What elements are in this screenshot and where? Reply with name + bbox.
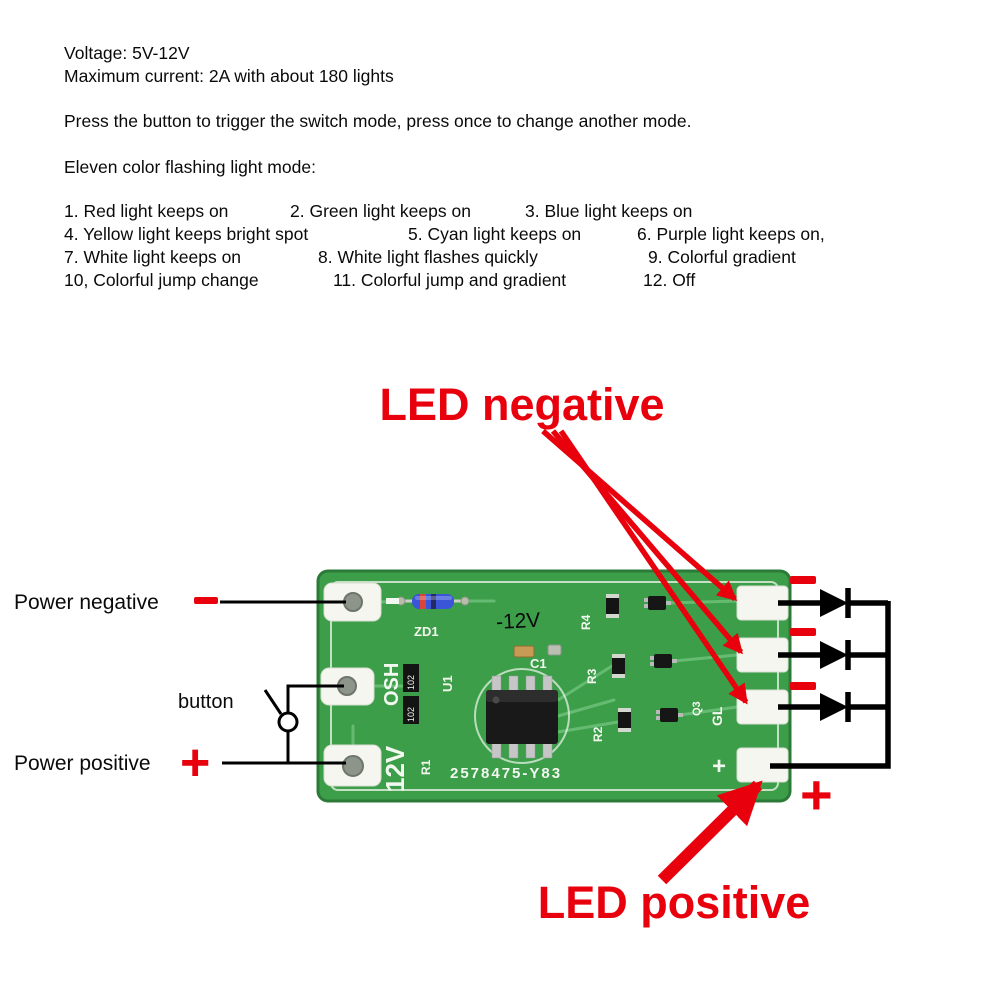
ic-chip <box>486 675 558 759</box>
button-switch-icon <box>277 711 299 733</box>
label-r2: R2 <box>591 726 605 742</box>
label-osh: OSH <box>381 663 403 706</box>
led-minus-icon-1 <box>790 576 816 584</box>
spec-instruction: Press the button to trigger the switch m… <box>64 111 692 131</box>
mode-item: 10, Colorful jump change <box>64 270 259 290</box>
pad-power-positive <box>323 744 382 787</box>
mode-item: 8. White light flashes quickly <box>318 247 538 267</box>
smd-resistors <box>606 594 631 732</box>
mode-item: 1. Red light keeps on <box>64 201 229 221</box>
mode-item: 2. Green light keeps on <box>290 201 471 221</box>
mode-item: 3. Blue light keeps on <box>525 201 693 221</box>
pad-power-negative <box>323 582 382 622</box>
capacitor-c1 <box>513 645 535 658</box>
mode-row: 10, Colorful jump change 11. Colorful ju… <box>64 270 984 293</box>
smd-resistor-102-a: 102 <box>403 664 419 692</box>
led-negative-arrow-3 <box>558 429 749 705</box>
mode-item: 7. White light keeps on <box>64 247 242 267</box>
diode-symbol-3 <box>820 693 848 721</box>
label-12v: 12V <box>380 745 410 792</box>
button-label: button <box>178 691 234 713</box>
smd-resistor-102-b: 102 <box>403 696 419 724</box>
label-board-plus: + <box>712 753 726 780</box>
mode-row: 1. Red light keeps on 2. Green light kee… <box>64 201 984 224</box>
label-r4: R4 <box>579 614 593 630</box>
mode-row: 4. Yellow light keeps bright spot 5. Cya… <box>64 224 984 247</box>
transistors <box>644 596 683 722</box>
spec-modes-heading: Eleven color flashing light mode: <box>64 157 316 177</box>
led-positive-label: LED positive <box>538 877 811 928</box>
label-q3: Q3 <box>691 701 703 716</box>
diode-symbol-2 <box>820 641 848 669</box>
silkscreen-circle <box>474 668 570 764</box>
button-lever <box>263 689 283 715</box>
mode-item: 9. Colorful gradient <box>648 247 796 267</box>
label-r3: R3 <box>585 668 599 684</box>
label-minus12v: -12V <box>495 609 541 634</box>
left-wiring <box>220 600 346 765</box>
svg-text:102: 102 <box>406 675 416 690</box>
label-gl: GL <box>709 706 725 726</box>
pcb-board: 102 102 <box>316 569 792 803</box>
led-plus-icon: + <box>800 763 833 826</box>
mode-row: 7. White light keeps on 8. White light f… <box>64 247 984 270</box>
label-serial: 2578475-Y83 <box>450 765 562 782</box>
led-minus-icon-3 <box>790 682 816 690</box>
ic-pin1-dot <box>492 696 500 704</box>
svg-text:102: 102 <box>406 707 416 722</box>
mode-item: 5. Cyan light keeps on <box>408 224 582 244</box>
label-u1: U1 <box>440 675 455 692</box>
button-wire-top <box>286 684 344 713</box>
power-positive-plus-icon: + <box>180 734 210 792</box>
mode-item: 4. Yellow light keeps bright spot <box>64 224 309 244</box>
led-negative-arrows <box>541 428 749 705</box>
mode-list: 1. Red light keeps on 2. Green light kee… <box>64 201 984 301</box>
mode-item: 6. Purple light keeps on, <box>637 224 825 244</box>
power-positive-label: Power positive <box>14 752 151 775</box>
label-zd1: ZD1 <box>414 624 439 639</box>
led-minus-icon-2 <box>790 628 816 636</box>
spec-voltage: Voltage: 5V-12V <box>64 43 190 63</box>
led-bus-wire <box>770 601 891 769</box>
led-negative-label: LED negative <box>379 379 664 430</box>
led-diode-circuit <box>770 588 891 769</box>
capacitor-small <box>547 644 562 656</box>
label-r1: R1 <box>419 759 433 775</box>
mode-item: 12. Off <box>643 270 696 290</box>
power-negative-minus-icon <box>194 597 218 604</box>
led-positive-arrow <box>657 780 763 885</box>
label-c1: C1 <box>530 656 547 671</box>
pad-button <box>320 667 375 706</box>
diode-symbol-1 <box>820 589 848 617</box>
mode-item: 11. Colorful jump and gradient <box>333 270 567 290</box>
spec-current: Maximum current: 2A with about 180 light… <box>64 66 394 86</box>
silkscreen-minus-mark <box>386 598 399 604</box>
power-negative-label: Power negative <box>14 591 159 614</box>
